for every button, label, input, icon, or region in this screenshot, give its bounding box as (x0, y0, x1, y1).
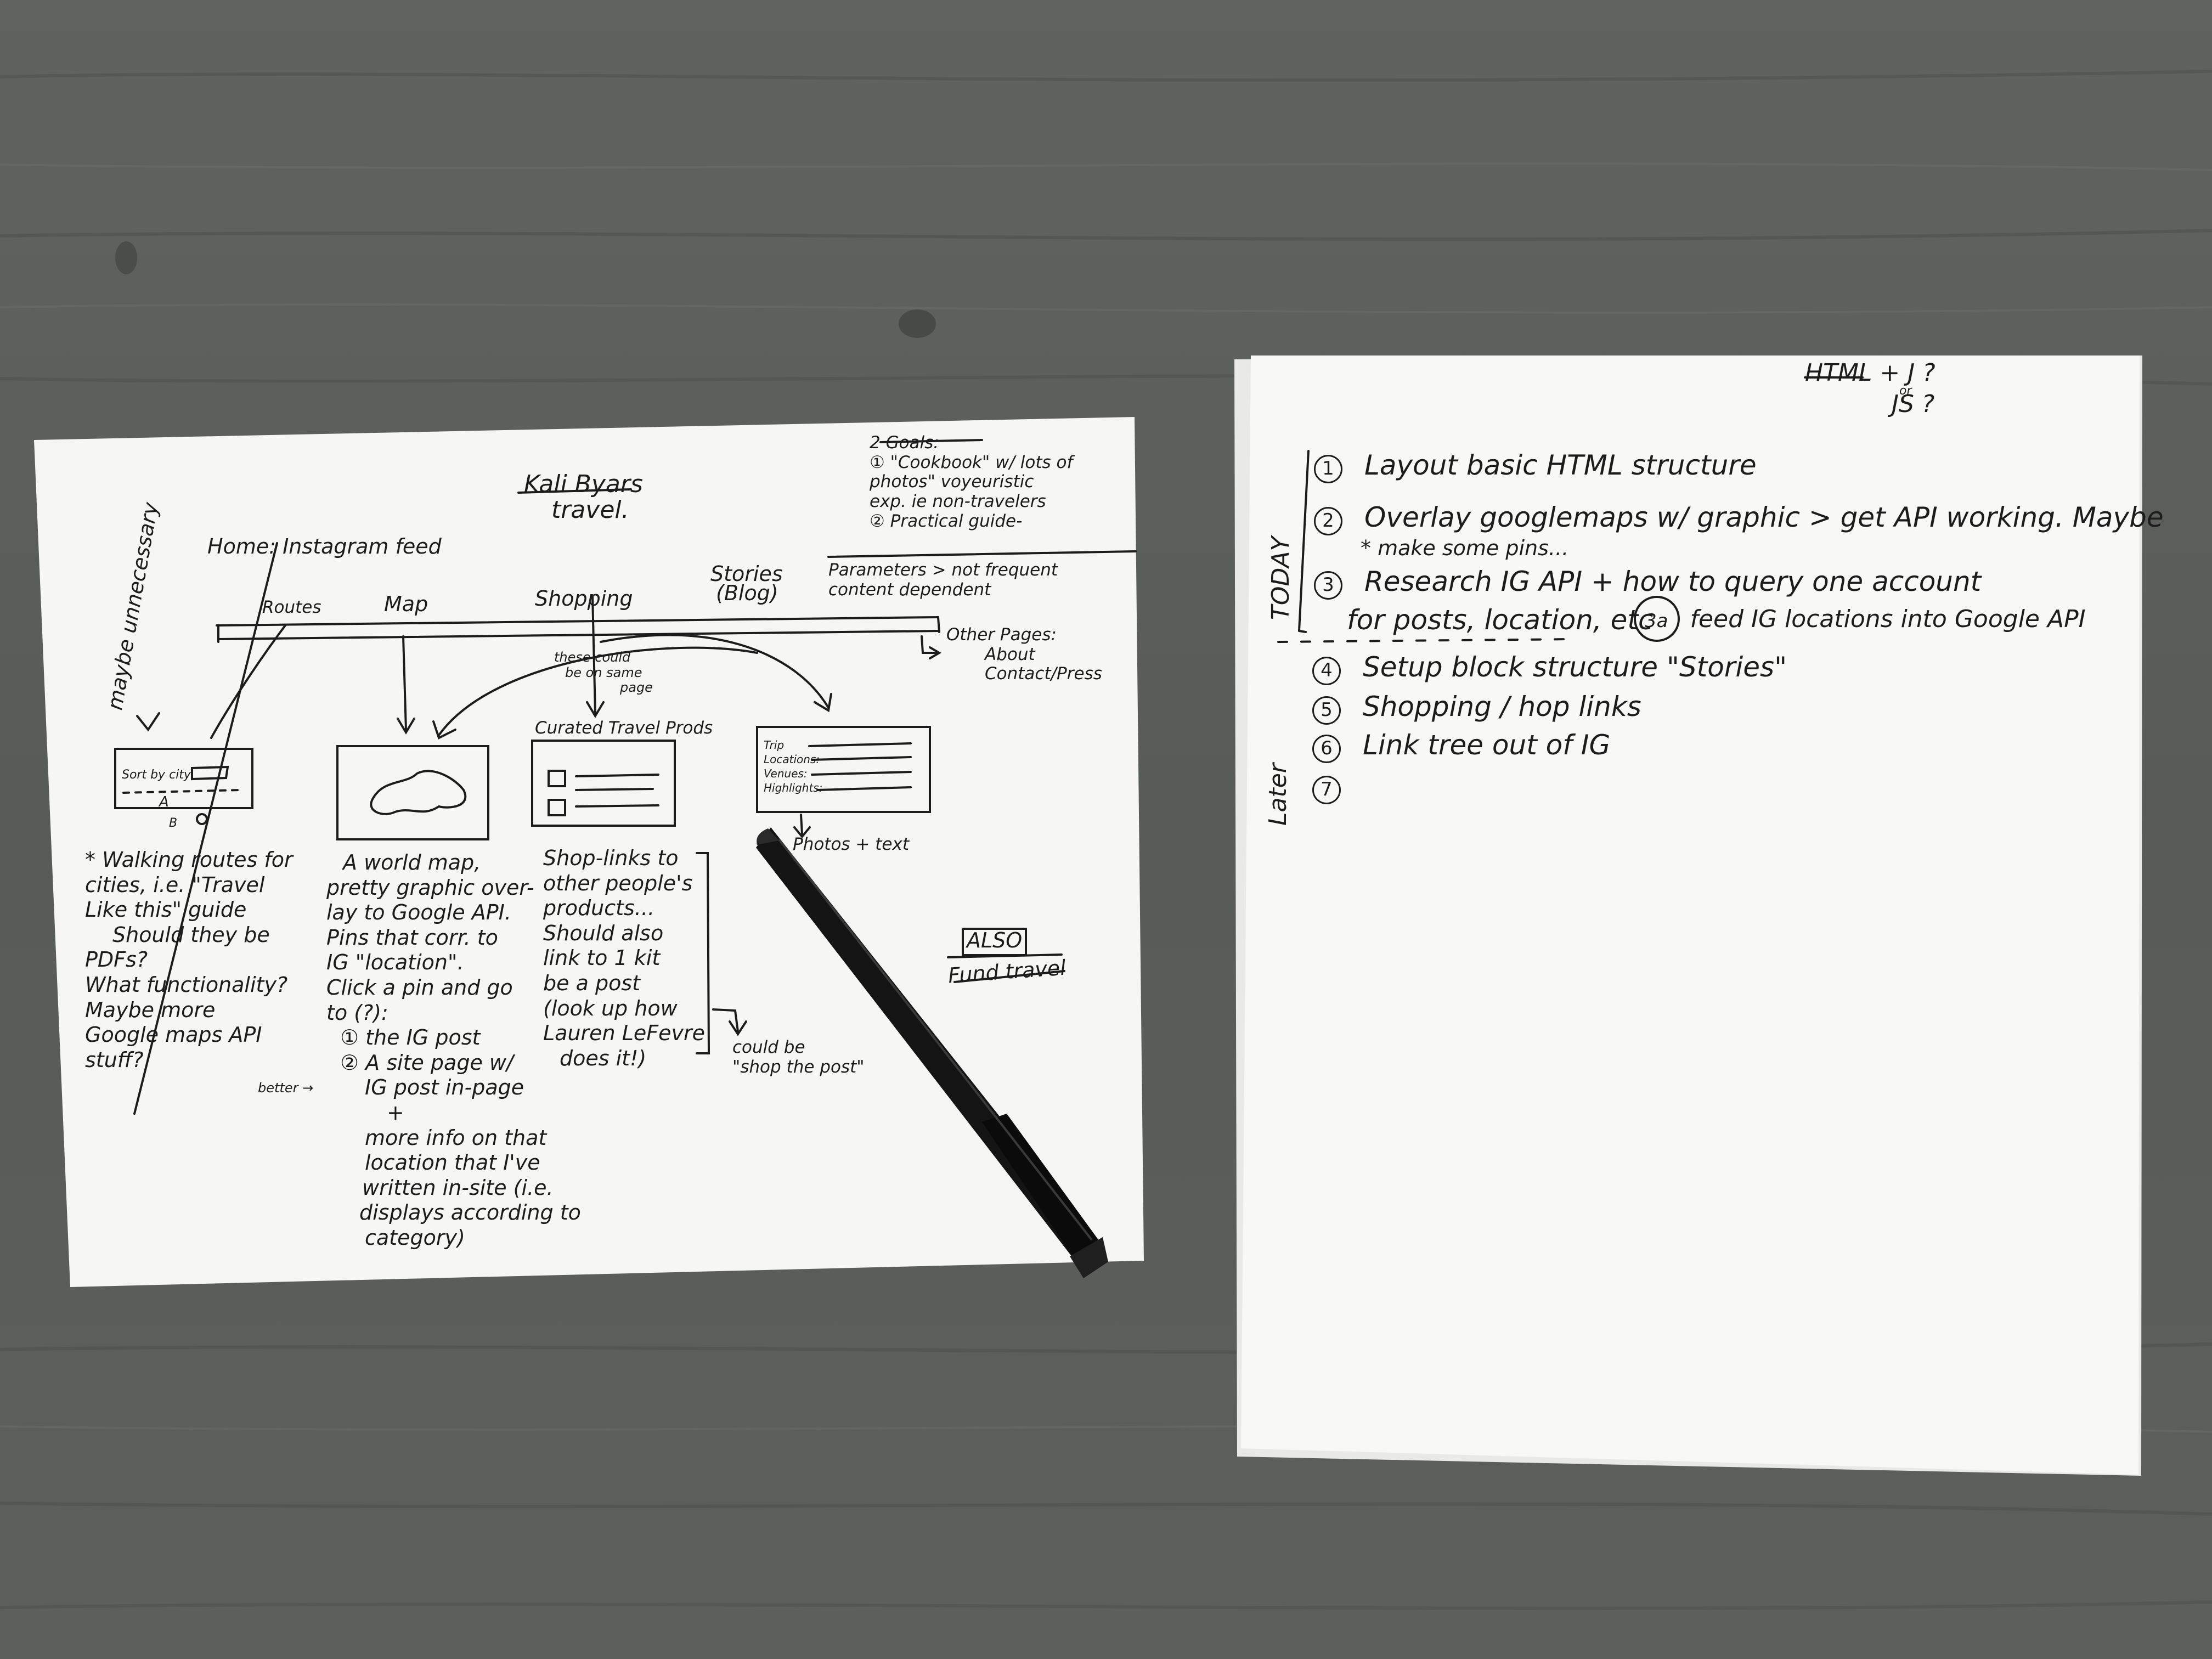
other-pages-note: Other Pages: About Contact/Press (946, 625, 1102, 684)
todo-item: 3 Research IG API + how to query one acco… (1314, 566, 1981, 600)
better-label: better → (258, 1080, 314, 1096)
todo-number: 5 (1312, 696, 1341, 725)
todo-text: Shopping / hop links (1363, 691, 1641, 723)
todo-number: 1 (1314, 455, 1342, 483)
todo-text: Research IG API + how to query one accou… (1364, 566, 1982, 597)
todo-text: Overlay googlemaps w/ graphic > get API … (1364, 501, 2164, 533)
sheet-title-name: Kali Byars (524, 470, 643, 498)
todo-item-cont: * make some pins... (1361, 536, 1569, 560)
goals-line: ① "Cookbook" w/ lots of (870, 452, 1073, 472)
todo-text: Layout basic HTML structure (1364, 449, 1757, 481)
todo-item: 6 Link tree out of IG (1312, 729, 1611, 763)
routes-notes: * Walking routes for cities, i.e. "Trave… (85, 848, 293, 1072)
todo-item: 3a feed IG locations into Google API (1645, 605, 2086, 634)
right-header-or: or (1899, 384, 1912, 398)
nav-shopping: Shopping (535, 586, 633, 611)
todo-text: Setup block structure "Stories" (1363, 651, 1787, 683)
todo-number: 6 (1312, 735, 1341, 763)
todo-number: 4 (1312, 657, 1341, 685)
photos-text-note: Photos + text (793, 834, 909, 854)
sheet-title-sub: travel. (551, 496, 629, 524)
could-be-note: could be "shop the post" (732, 1037, 865, 1077)
todo-number: 7 (1312, 776, 1341, 804)
todo-item: 5 Shopping / hop links (1312, 691, 1641, 725)
curated-label: Curated Travel Prods (535, 718, 713, 738)
world-map-blob-icon (370, 770, 466, 815)
todo-item: 4 Setup block structure "Stories" (1312, 651, 1787, 685)
wire-sort-by-city: Sort by city (122, 768, 191, 782)
nav-stories: Stories (710, 562, 783, 586)
later-label: Later (1264, 763, 1292, 826)
nav-routes: Routes (262, 597, 321, 617)
nav-map: Map (384, 592, 428, 616)
right-header: HTML + J ? (1805, 359, 1936, 387)
same-page-note: these could be on same page (554, 650, 653, 696)
todo-item: 7 (1312, 771, 1363, 804)
wire-route-a: A (159, 794, 169, 810)
goals-note: 2 Goals: ① "Cookbook" w/ lots of photos"… (870, 433, 1073, 531)
nav-blog: (Blog) (716, 581, 778, 605)
home-label: Home: Instagram feed (207, 534, 442, 558)
goals-header: 2 Goals: (870, 433, 939, 453)
right-paper (1241, 356, 2140, 1475)
todo-item: 1 Layout basic HTML structure (1314, 449, 1757, 483)
pen-icon (756, 827, 1108, 1278)
also-label: ALSO (967, 928, 1023, 952)
map-notes: A world map, pretty graphic over- lay to… (326, 850, 581, 1250)
todo-number: 2 (1314, 507, 1342, 535)
todo-item-cont: for posts, location, etc (1347, 604, 1654, 636)
goals-line: exp. ie non-travelers (870, 491, 1046, 511)
wire-route-b: B (169, 816, 178, 830)
today-label: TODAY (1267, 536, 1295, 620)
todo-text: Link tree out of IG (1363, 729, 1611, 761)
todo-item: 2 Overlay googlemaps w/ graphic > get API… (1314, 501, 2164, 535)
goals-line: ② Practical guide- (870, 511, 1023, 531)
wire-stories-labels: Trip Locations: Venues: Highlights: (764, 738, 823, 794)
params-note: Parameters > not frequent content depend… (828, 560, 1058, 600)
shop-notes: Shop-links to other people's products...… (543, 846, 705, 1070)
goals-line: photos" voyeuristic (870, 472, 1034, 492)
right-header-js: JS ? (1892, 390, 1935, 418)
left-paper (34, 417, 1144, 1287)
wood-knot (899, 309, 936, 338)
todo-text: feed IG locations into Google API (1690, 605, 2086, 633)
todo-number: 3a (1645, 610, 1668, 632)
todo-number: 3 (1314, 571, 1342, 600)
wood-knot (115, 241, 137, 274)
